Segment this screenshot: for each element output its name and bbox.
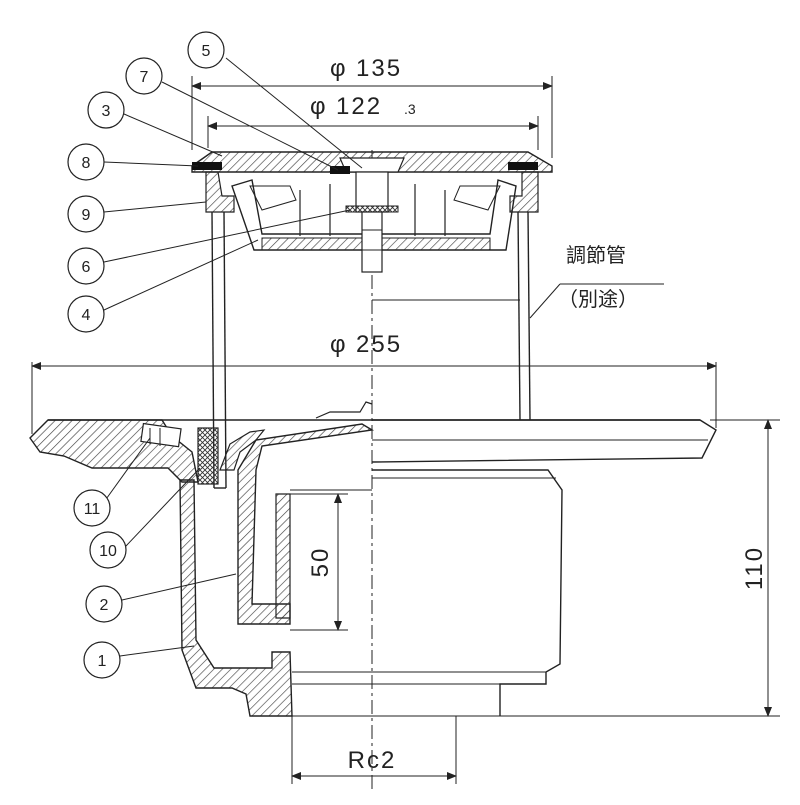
svg-text:1: 1 <box>98 653 107 670</box>
dimension-rc2 <box>291 716 457 784</box>
part-bubble-8: 8 <box>67 143 199 181</box>
phi135-value: 135 <box>356 55 402 82</box>
svg-text:5: 5 <box>202 43 211 60</box>
part-bubble-2: 2 <box>85 573 237 623</box>
drain-body <box>29 401 717 717</box>
part-bubble-5: 5 <box>187 31 363 169</box>
svg-text:2: 2 <box>100 597 109 614</box>
svg-text:7: 7 <box>140 69 149 86</box>
dimension-phi135 <box>191 76 553 158</box>
part-bubble-9: 9 <box>67 195 207 233</box>
sold-separately-label: （別途） <box>558 287 638 311</box>
phi122-value: 122 <box>336 93 382 120</box>
adjust-pipe-label: 調節管 <box>566 243 626 267</box>
part-bubble-10: 10 <box>89 467 201 569</box>
svg-text:8: 8 <box>82 155 91 172</box>
depth-50-label: 50 <box>307 547 334 578</box>
adjust-pipe-leader <box>529 283 561 319</box>
svg-text:11: 11 <box>84 501 101 518</box>
phi135-symbol: φ <box>330 55 348 82</box>
thread-rc2-label: Rc2 <box>348 747 397 774</box>
svg-text:9: 9 <box>82 207 91 224</box>
part-bubble-1: 1 <box>83 641 195 679</box>
dimension-phi255 <box>31 362 717 434</box>
phi122-decimal: .3 <box>404 101 416 117</box>
dimension-phi122 <box>207 116 539 150</box>
svg-text:6: 6 <box>82 259 91 276</box>
part-bubble-6: 6 <box>67 209 351 285</box>
part-bubble-11: 11 <box>73 437 151 527</box>
strainer-assembly <box>191 151 553 273</box>
phi122-symbol: φ <box>310 93 328 120</box>
phi255-symbol: φ <box>330 331 348 358</box>
svg-text:10: 10 <box>99 543 117 560</box>
dimension-50 <box>290 493 348 631</box>
phi255-value: 255 <box>356 331 402 358</box>
part-bubble-7: 7 <box>125 57 339 171</box>
part-bubble-3: 3 <box>87 91 223 157</box>
dimension-110 <box>500 419 780 717</box>
svg-text:4: 4 <box>82 307 91 324</box>
adjusting-pipe <box>211 211 531 489</box>
part-bubble-4: 4 <box>67 239 259 333</box>
svg-text:3: 3 <box>102 103 111 120</box>
height-110-label: 110 <box>741 546 768 590</box>
